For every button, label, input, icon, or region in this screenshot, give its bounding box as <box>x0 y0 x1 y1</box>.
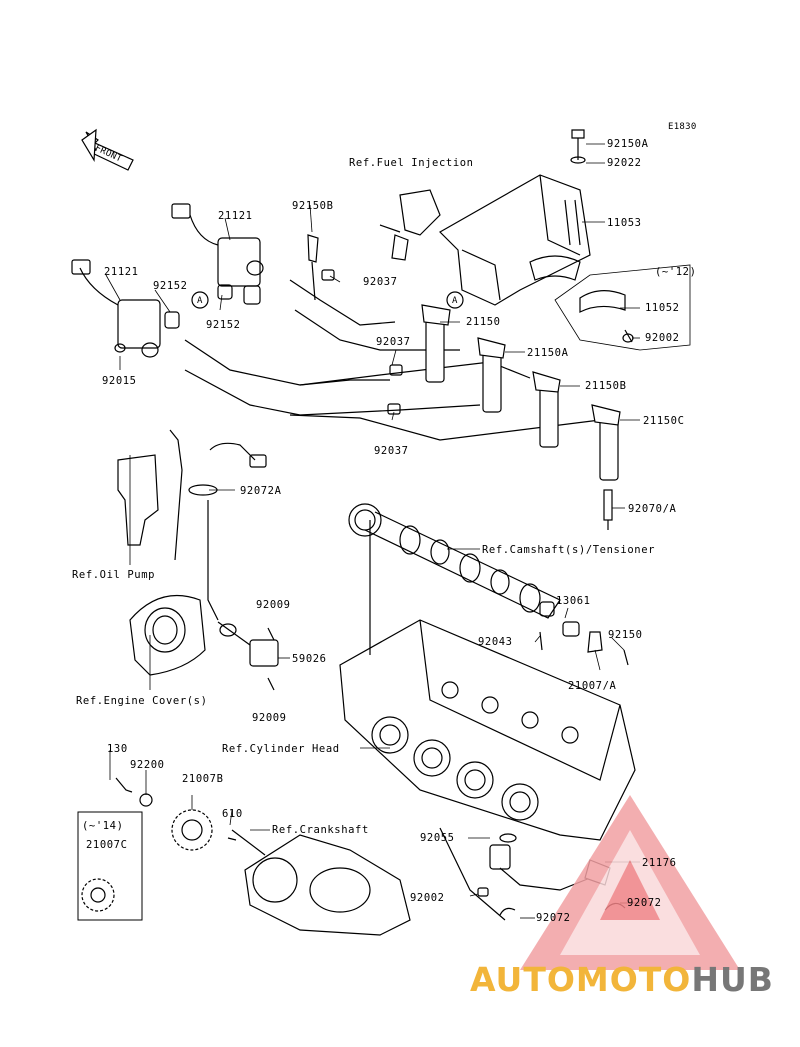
part-21121-a: 21121 <box>218 210 253 222</box>
part-21007B: 21007B <box>182 773 224 785</box>
ref-engine-cover: Ref.Engine Cover(s) <box>76 695 208 707</box>
camshaft <box>348 503 629 666</box>
part-92200: 92200 <box>130 759 165 771</box>
ref-camshaft: Ref.Camshaft(s)/Tensioner <box>482 544 656 556</box>
part-610: 610 <box>222 808 243 820</box>
part-92070A: 92070/A <box>628 503 677 515</box>
fuel-injector <box>379 189 441 261</box>
diagram-code: E1830 <box>668 122 697 132</box>
part-13061: 13061 <box>556 595 591 607</box>
coil-stick-21150A <box>477 337 506 413</box>
watermark-logo-icon <box>520 795 740 970</box>
part-92055: 92055 <box>420 832 455 844</box>
sensor-59026 <box>217 621 279 667</box>
coil-stick-21150C <box>591 404 621 481</box>
part-21150A: 21150A <box>527 347 569 359</box>
part-21150: 21150 <box>466 316 501 328</box>
part-92009-a: 92009 <box>256 599 291 611</box>
coil-stick-21150 <box>421 304 451 383</box>
engine-cover <box>129 594 206 676</box>
part-92022: 92022 <box>607 157 642 169</box>
crankshaft <box>231 829 411 936</box>
part-21176: 21176 <box>642 857 677 869</box>
cylinder-head <box>339 520 636 841</box>
front-arrow-icon <box>81 128 134 171</box>
part-130: 130 <box>107 743 128 755</box>
sprocket-21007C <box>81 878 115 912</box>
circle-a-label-1: A <box>197 296 203 306</box>
part-92043: 92043 <box>478 636 513 648</box>
part-92150: 92150 <box>608 629 643 641</box>
bracket-11053 <box>439 174 591 306</box>
part-92152-a: 92152 <box>153 280 188 292</box>
leader-lines <box>105 143 640 919</box>
ref-cylinder-head: Ref.Cylinder Head <box>222 743 340 755</box>
part-92072-b: 92072 <box>536 912 571 924</box>
ignition-coil-2 <box>171 203 264 287</box>
part-92015: 92015 <box>102 375 137 387</box>
note-14: (~'14) <box>82 820 124 832</box>
clamp-11052 <box>554 264 691 351</box>
coil-stick-21150B <box>532 371 561 448</box>
ref-crankshaft: Ref.Crankshaft <box>272 824 369 836</box>
watermark-text: AUTOMOTOHUB <box>470 960 774 999</box>
circle-a-marker-2 <box>446 291 464 309</box>
part-92037-a: 92037 <box>363 276 398 288</box>
ref-oil-pump: Ref.Oil Pump <box>72 569 156 581</box>
part-92150A: 92150A <box>607 138 649 150</box>
part-21007C: 21007C <box>86 839 128 851</box>
part-92072-a: 92072 <box>627 897 662 909</box>
watermark-part2: HUB <box>691 960 774 999</box>
part-92152-b: 92152 <box>206 319 241 331</box>
part-11053: 11053 <box>607 217 642 229</box>
circle-a-marker-1 <box>191 291 209 309</box>
part-92037-c: 92037 <box>374 445 409 457</box>
watermark-part1: AUTOMOTO <box>470 960 692 999</box>
part-92002-a: 92002 <box>645 332 680 344</box>
part-11052: 11052 <box>645 302 680 314</box>
spark-plug <box>603 489 613 530</box>
part-21150B: 21150B <box>585 380 627 392</box>
part-59026: 59026 <box>292 653 327 665</box>
note-12: (~'12) <box>655 266 697 278</box>
part-92150B: 92150B <box>292 200 334 212</box>
part-92037-b: 92037 <box>376 336 411 348</box>
part-92072A: 92072A <box>240 485 282 497</box>
circle-a-label-2: A <box>452 296 458 306</box>
sprocket-21007B <box>171 809 213 851</box>
part-21121-b: 21121 <box>104 266 139 278</box>
ignition-coil-1 <box>71 259 161 358</box>
part-92009-b: 92009 <box>252 712 287 724</box>
part-21007A: 21007/A <box>568 680 617 692</box>
oil-pump-bracket <box>117 429 267 621</box>
part-21150C: 21150C <box>643 415 685 427</box>
part-92002-b: 92002 <box>410 892 445 904</box>
ref-fuel-injection: Ref.Fuel Injection <box>349 157 474 169</box>
